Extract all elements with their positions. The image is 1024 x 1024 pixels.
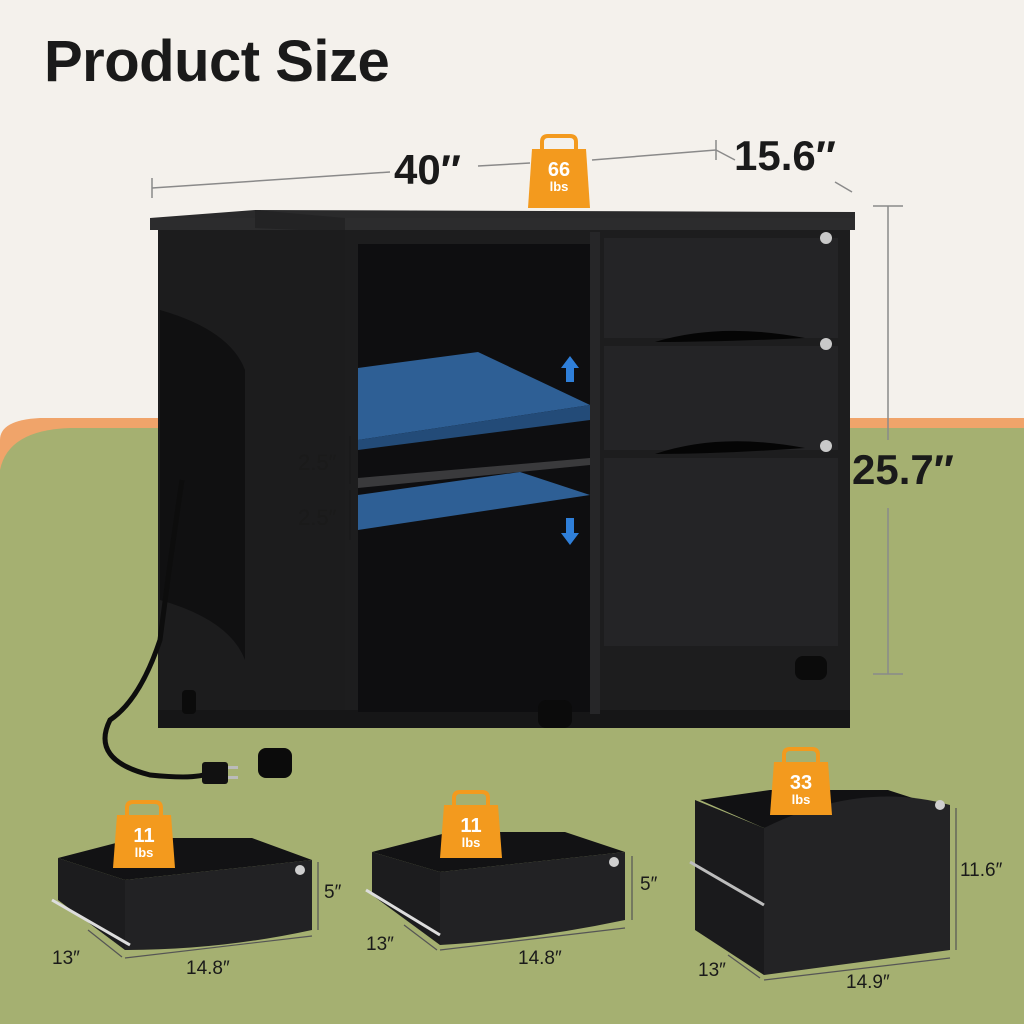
drawer-file-depth: 13″: [698, 960, 726, 981]
drawer-file-height: 11.6″: [960, 860, 1003, 881]
width-label: 40″: [394, 146, 461, 193]
width-dimension-line: [151, 140, 853, 198]
drawer-file-load-badge: 33 lbs: [773, 773, 829, 806]
drawer-upper-load-value: 11: [133, 825, 155, 847]
height-label: 25.7″: [852, 446, 954, 493]
drawer-front-upper: [604, 238, 838, 338]
weight-tag-icon: [113, 134, 832, 868]
shelf-gap-upper-label: 2.5″: [298, 450, 337, 475]
drawer-upper-load-unit: lbs: [134, 845, 154, 860]
drawer-upper-depth: 13″: [52, 948, 80, 969]
upper-shelf-highlight: [358, 352, 590, 440]
top-load-unit: lbs: [549, 179, 569, 194]
drawer-upper-width: 14.8″: [186, 958, 230, 979]
depth-label: 15.6″: [734, 132, 836, 179]
drawer-front-middle: [604, 346, 838, 450]
drawer-middle-load-value: 11: [460, 815, 482, 837]
power-plug-icon: [202, 762, 238, 784]
page-title: Product Size: [44, 29, 390, 94]
casters: [182, 656, 827, 778]
lower-shelf-highlight: [358, 472, 590, 530]
cabinet: [150, 210, 855, 778]
drawer-middle-depth: 13″: [366, 934, 394, 955]
lock-icon: [820, 232, 832, 452]
drawer-upper-load-badge: 11 lbs: [116, 826, 172, 859]
drawer-middle-width: 14.8″: [518, 948, 562, 969]
top-load-badge: 66 lbs: [531, 160, 587, 193]
drawer-upper-dim-lines: [87, 862, 319, 959]
drawer-middle-load-badge: 11 lbs: [443, 816, 499, 849]
drawer-file-width: 14.9″: [846, 972, 890, 993]
drawer-file-dim-lines: [727, 808, 957, 981]
shelf-gap-lower-label: 2.5″: [298, 505, 337, 530]
drawer-middle-height: 5″: [640, 874, 658, 895]
drawer-middle-load-unit: lbs: [461, 835, 481, 850]
drawer-front-file: [604, 458, 838, 646]
arrow-up-icon: [561, 356, 579, 382]
top-load-value: 66: [547, 159, 571, 181]
drawer-file-load-value: 33: [789, 772, 813, 794]
height-dimension-line: [873, 205, 903, 675]
drawer-upper-height: 5″: [324, 882, 342, 903]
drawer-middle-dim-lines: [403, 856, 633, 951]
arrow-down-icon: [561, 518, 579, 545]
drawer-file-load-unit: lbs: [791, 792, 811, 807]
power-cord: [102, 479, 212, 780]
drawer-file: [689, 790, 950, 975]
